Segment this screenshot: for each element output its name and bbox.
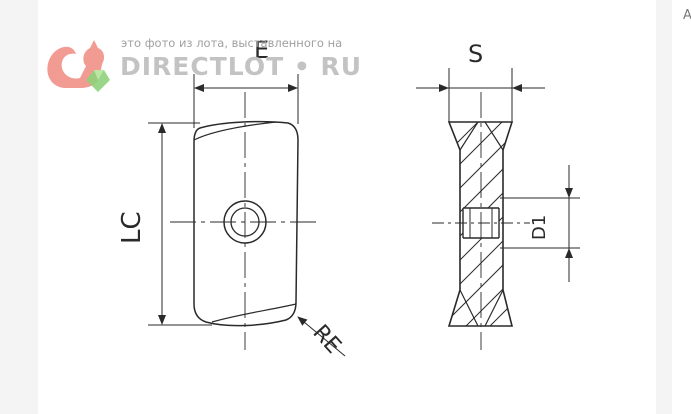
drawing-sheet bbox=[38, 0, 656, 414]
bottom-edge-curve bbox=[211, 303, 297, 323]
side-profile-outline bbox=[447, 121, 514, 327]
top-edge-curve bbox=[193, 121, 277, 141]
squirrel-logo-icon bbox=[47, 40, 110, 92]
front-view bbox=[148, 74, 346, 357]
mounting-hole-inner bbox=[230, 207, 260, 237]
watermark-caption: это фото из лота, выставленного на bbox=[121, 36, 343, 50]
label-lc: LC bbox=[117, 211, 147, 244]
right-panel-edge bbox=[672, 0, 691, 414]
label-e: E bbox=[254, 36, 269, 64]
mounting-hole-outer bbox=[223, 200, 267, 244]
insert-outline bbox=[193, 120, 299, 327]
label-re: RE bbox=[308, 320, 346, 358]
label-d1: D1 bbox=[529, 215, 550, 240]
label-s: S bbox=[468, 40, 483, 68]
side-view bbox=[416, 68, 580, 350]
re-leader-line bbox=[297, 316, 346, 357]
edge-glyph: A bbox=[683, 8, 691, 23]
watermark-brand: DIRECTLOT • RU bbox=[120, 52, 363, 81]
